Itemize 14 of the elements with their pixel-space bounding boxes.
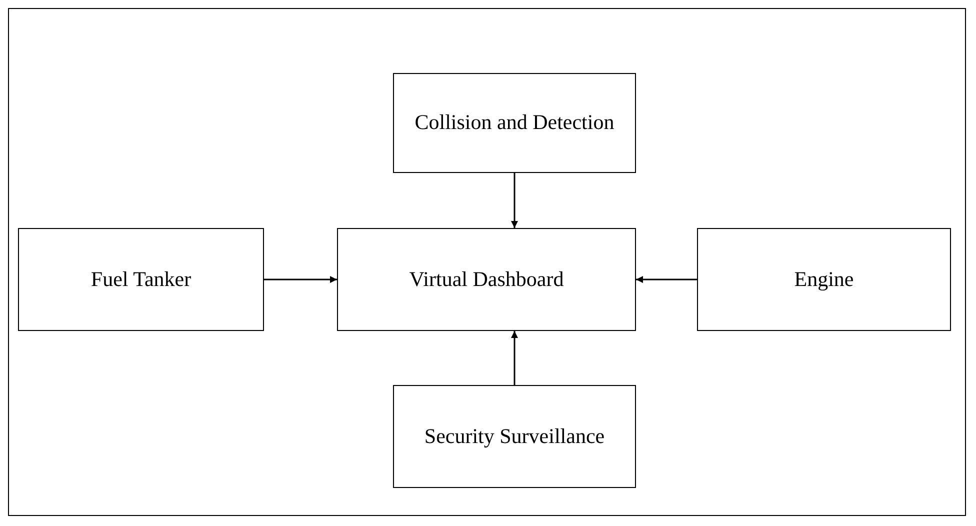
arrow: [511, 173, 518, 228]
process-box: [393, 73, 636, 173]
box-label: Engine: [794, 266, 854, 292]
process-box: [393, 385, 636, 488]
box-label: Security Surveillance: [424, 424, 605, 450]
arrow: [511, 331, 518, 385]
box-label: Virtual Dashboard: [409, 266, 564, 292]
process-box: [18, 228, 264, 331]
box-label: Collision and Detection: [414, 110, 614, 136]
process-box: [697, 228, 951, 331]
box-label: Fuel Tanker: [90, 266, 192, 292]
arrow: [636, 276, 697, 283]
arrow: [264, 276, 337, 283]
process-box: [337, 228, 636, 331]
